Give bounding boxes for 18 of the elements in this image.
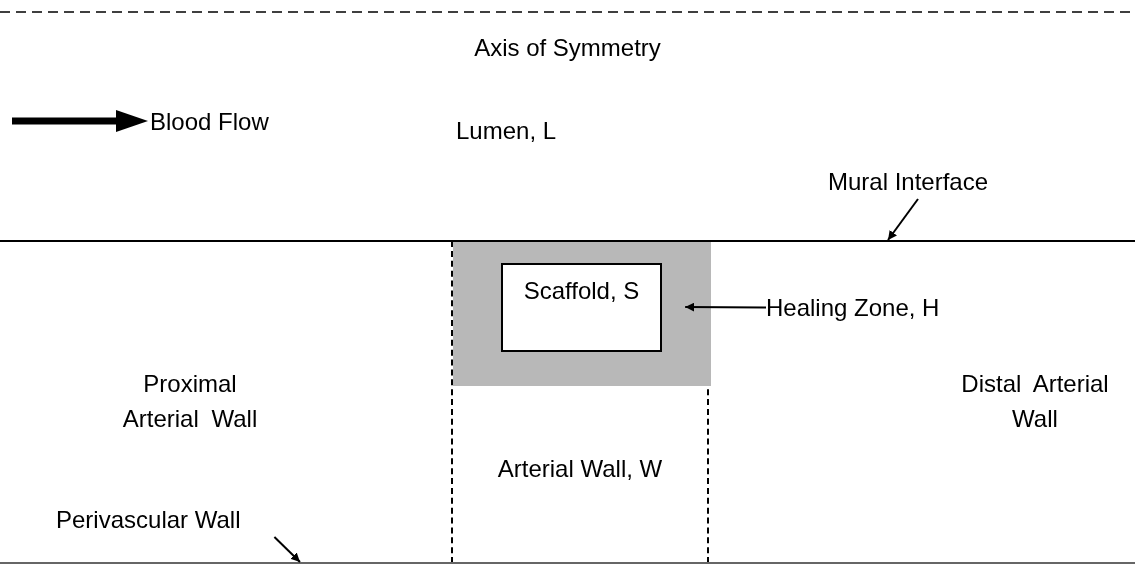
- healing-zone: [453, 241, 711, 386]
- leader-line: [273, 536, 301, 563]
- scaffold-label: Scaffold, S: [522, 276, 641, 306]
- scaffold-box: [501, 263, 662, 352]
- region-label: Arterial Wall, W: [496, 454, 664, 484]
- perivascular-line: [0, 562, 1135, 564]
- axis-label: Axis of Symmetry: [473, 33, 662, 63]
- region-label: Proximal Arterial Wall: [121, 369, 259, 434]
- region-label: Distal Arterial Wall: [960, 369, 1110, 434]
- mural-interface-line: [0, 240, 1135, 242]
- leader-line: [887, 198, 919, 241]
- region-label: Perivascular Wall: [56, 502, 316, 537]
- leader-line: [684, 302, 767, 312]
- region-label: Healing Zone, H: [766, 290, 1026, 325]
- region-label: Lumen, L: [456, 116, 557, 146]
- region-label: Mural Interface: [828, 164, 1028, 199]
- flow-label: Blood Flow: [150, 107, 269, 137]
- arterial-wall-region: [451, 241, 709, 563]
